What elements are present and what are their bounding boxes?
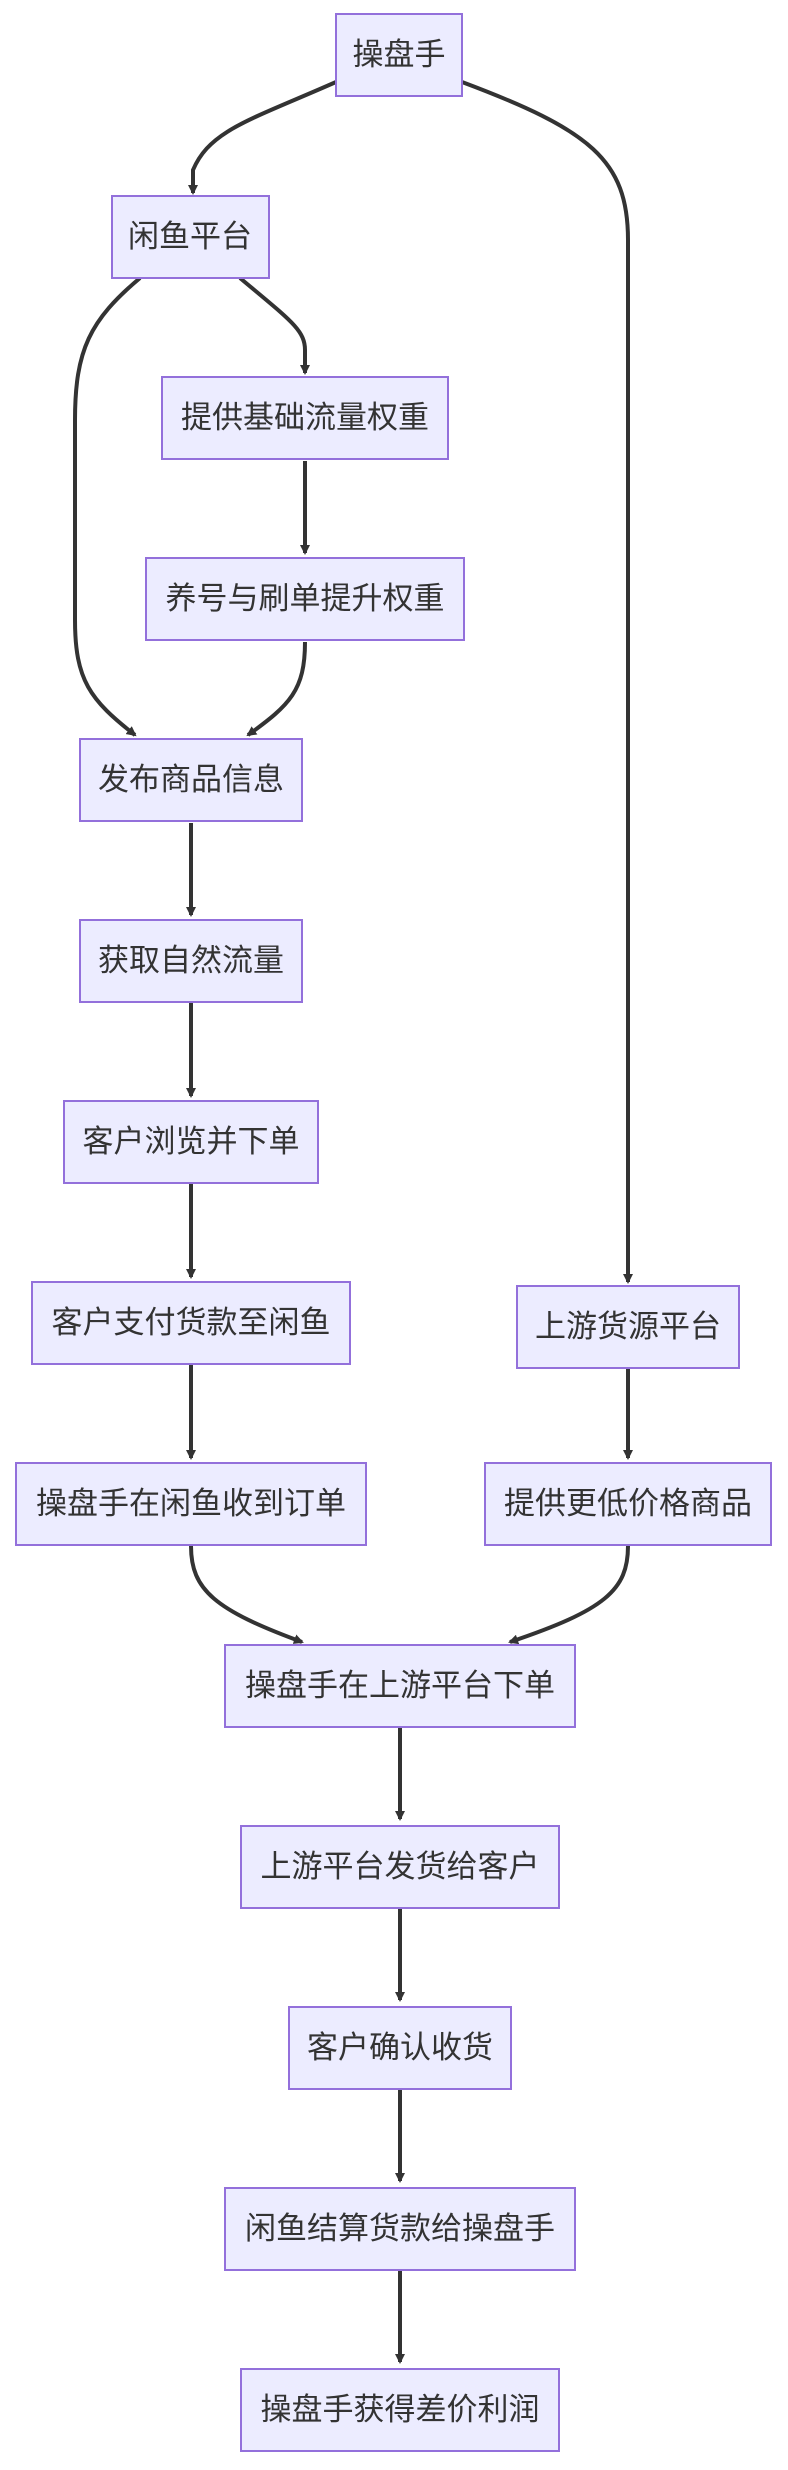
node-operator-upstream-order[interactable]: 操盘手在上游平台下单 (224, 1644, 576, 1728)
node-lower-price-goods[interactable]: 提供更低价格商品 (484, 1462, 772, 1546)
edge-operator-to-upstream-source (461, 80, 633, 1284)
node-natural-traffic[interactable]: 获取自然流量 (79, 919, 303, 1003)
node-operator-receive-order-label: 操盘手在闲鱼收到订单 (36, 1486, 346, 1522)
node-upstream-source-label: 上游货源平台 (535, 1309, 721, 1345)
node-customer-pay-label: 客户支付货款至闲鱼 (52, 1305, 331, 1341)
node-base-traffic-label: 提供基础流量权重 (181, 400, 429, 436)
node-customer-pay[interactable]: 客户支付货款至闲鱼 (31, 1281, 351, 1365)
edge-operator-receive-order-to-operator-upstream-order (189, 1545, 304, 1644)
node-operator-receive-order[interactable]: 操盘手在闲鱼收到订单 (15, 1462, 367, 1546)
edge-xianyu-platform-to-publish-goods (73, 276, 142, 737)
node-xianyu-platform-label: 闲鱼平台 (128, 219, 252, 255)
node-account-boost-label: 养号与刷单提升权重 (166, 581, 445, 617)
node-publish-goods[interactable]: 发布商品信息 (79, 738, 303, 822)
edge-xianyu-platform-to-base-traffic (238, 276, 310, 375)
node-base-traffic[interactable]: 提供基础流量权重 (161, 376, 449, 460)
node-upstream-ship[interactable]: 上游平台发货给客户 (240, 1825, 560, 1909)
node-operator-upstream-order-label: 操盘手在上游平台下单 (245, 1668, 555, 1704)
node-operator-label: 操盘手 (353, 37, 446, 73)
node-xianyu-settle[interactable]: 闲鱼结算货款给操盘手 (224, 2187, 576, 2271)
node-upstream-source[interactable]: 上游货源平台 (516, 1285, 740, 1369)
node-operator-profit[interactable]: 操盘手获得差价利润 (240, 2368, 560, 2452)
edge-operator-to-xianyu-platform (188, 80, 337, 195)
node-publish-goods-label: 发布商品信息 (98, 762, 284, 798)
node-upstream-ship-label: 上游平台发货给客户 (261, 1849, 540, 1885)
node-customer-browse[interactable]: 客户浏览并下单 (63, 1100, 319, 1184)
edge-lower-price-goods-to-operator-upstream-order (508, 1545, 630, 1645)
node-operator[interactable]: 操盘手 (335, 13, 463, 97)
node-xianyu-settle-label: 闲鱼结算货款给操盘手 (245, 2211, 555, 2247)
edge-account-boost-to-publish-goods (246, 641, 307, 737)
node-lower-price-goods-label: 提供更低价格商品 (504, 1486, 752, 1522)
node-natural-traffic-label: 获取自然流量 (98, 943, 284, 979)
node-account-boost[interactable]: 养号与刷单提升权重 (145, 557, 465, 641)
node-xianyu-platform[interactable]: 闲鱼平台 (111, 195, 270, 279)
node-customer-browse-label: 客户浏览并下单 (83, 1124, 300, 1160)
node-customer-confirm[interactable]: 客户确认收货 (288, 2006, 512, 2090)
node-operator-profit-label: 操盘手获得差价利润 (261, 2392, 540, 2428)
node-customer-confirm-label: 客户确认收货 (307, 2030, 493, 2066)
